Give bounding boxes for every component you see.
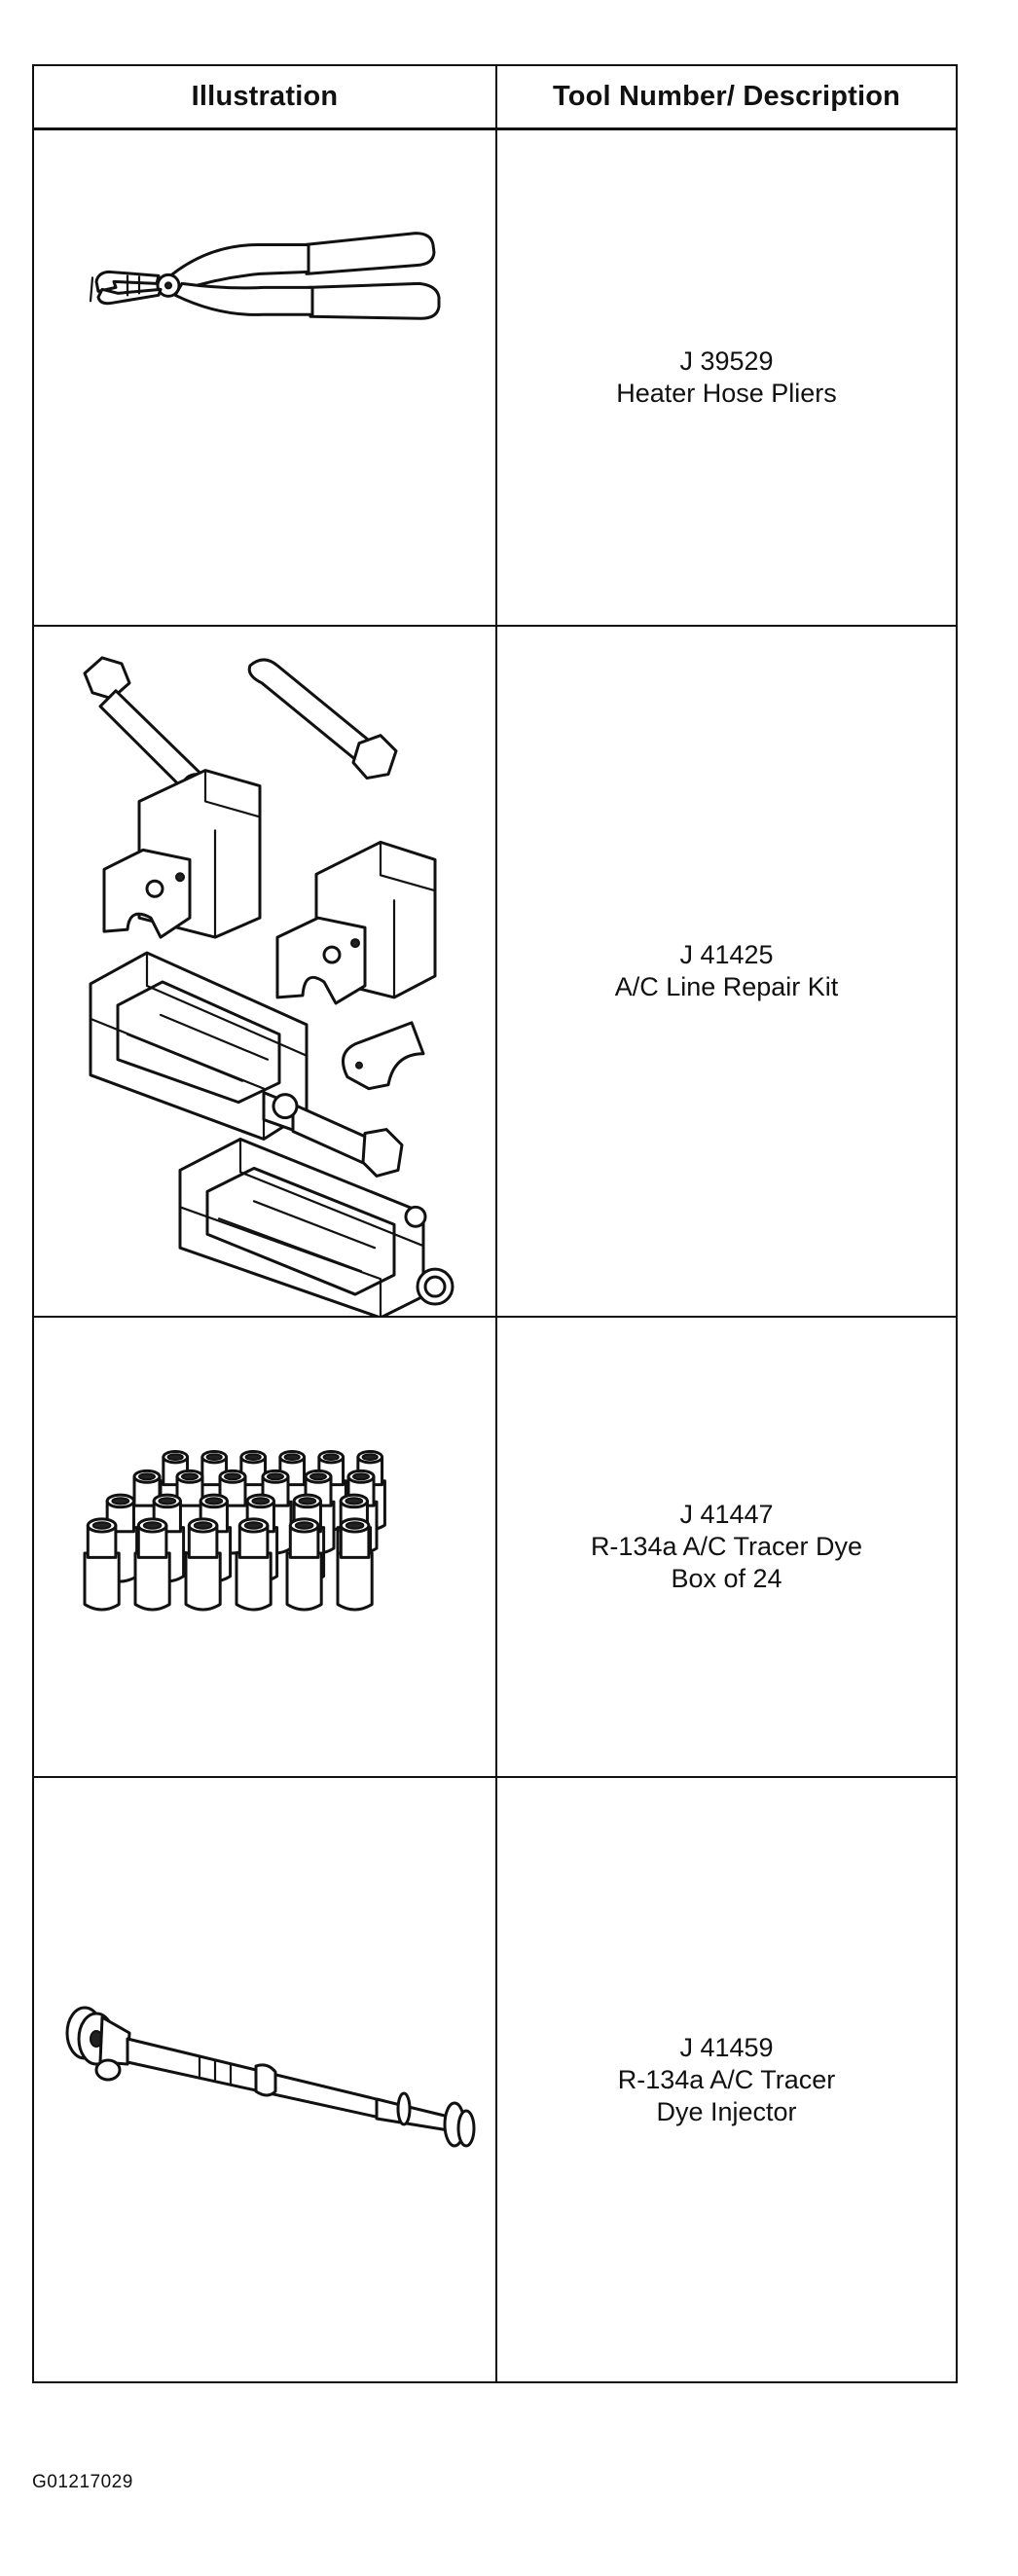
tool-description-line: R-134a A/C Tracer	[617, 2064, 836, 2094]
table-row: J 39529 Heater Hose Pliers	[34, 130, 956, 627]
figure-code: G01217029	[32, 2472, 133, 2492]
tool-description-line: Heater Hose Pliers	[616, 379, 837, 408]
table-row: J 41459 R-134a A/C Tracer Dye Injector	[34, 1778, 956, 2381]
column-divider	[495, 66, 497, 2381]
table-row: J 41425 A/C Line Repair Kit	[34, 627, 956, 1318]
tool-description: J 41425 A/C Line Repair Kit	[497, 627, 956, 1316]
tool-description: J 41459 R-134a A/C Tracer Dye Injector	[497, 1778, 956, 2381]
table-header: Illustration Tool Number/ Description	[34, 66, 956, 130]
tool-number: J 41425	[679, 940, 774, 969]
tool-description: J 41447 R-134a A/C Tracer Dye Box of 24	[497, 1318, 956, 1776]
tool-number: J 39529	[679, 346, 774, 376]
tool-number: J 41459	[679, 2032, 774, 2062]
tool-description-line: R-134a A/C Tracer Dye	[590, 1532, 863, 1561]
dye-bottle-icon	[133, 1517, 171, 1612]
dye-bottle-icon	[83, 1517, 121, 1612]
tracer-dye-bottles-icon	[34, 1318, 495, 1776]
tool-description: J 39529 Heater Hose Pliers	[497, 130, 956, 625]
heater-hose-pliers-icon	[34, 130, 495, 625]
header-illustration: Illustration	[191, 81, 339, 112]
dye-bottle-icon	[235, 1517, 273, 1612]
table-row: J 41447 R-134a A/C Tracer Dye Box of 24	[34, 1318, 956, 1778]
tool-description-line: Box of 24	[671, 1564, 782, 1593]
tool-description-line: A/C Line Repair Kit	[614, 972, 839, 1001]
tracer-dye-injector-icon	[34, 1778, 495, 2381]
dye-bottle-icon	[285, 1517, 323, 1612]
tool-number: J 41447	[679, 1500, 774, 1529]
tool-description-line: Dye Injector	[656, 2096, 797, 2126]
header-tool-description: Tool Number/ Description	[552, 81, 901, 112]
tools-table: Illustration Tool Number/ Description	[32, 64, 958, 2383]
dye-bottle-icon	[184, 1517, 222, 1612]
dye-bottle-icon	[336, 1517, 374, 1612]
ac-line-repair-kit-icon	[34, 627, 495, 1316]
